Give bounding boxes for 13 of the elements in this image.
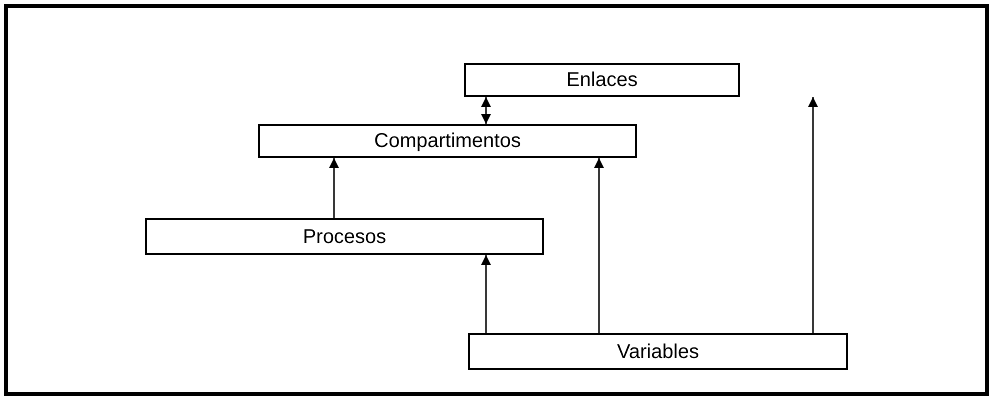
box-label: Procesos — [302, 226, 386, 246]
box-label: Variables — [617, 342, 699, 362]
box-label: Compartimentos — [374, 131, 521, 151]
process-box — [258, 124, 637, 158]
process-box — [468, 333, 848, 370]
process-box — [145, 218, 544, 255]
arrow — [329, 158, 339, 218]
arrow — [808, 97, 818, 333]
arrow — [481, 97, 491, 124]
arrow — [594, 158, 604, 333]
arrow — [481, 255, 491, 333]
box-label: Enlaces — [566, 70, 638, 90]
process-box — [464, 63, 740, 97]
